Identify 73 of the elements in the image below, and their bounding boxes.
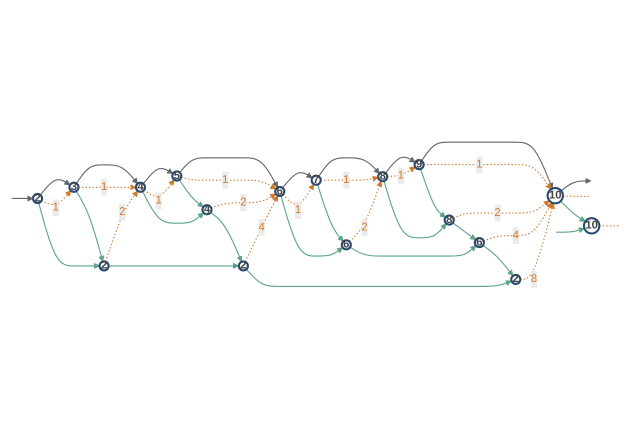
arrow xyxy=(142,168,174,184)
node-circle: 8 xyxy=(444,214,455,226)
edge-label: 1 xyxy=(222,174,228,186)
arrow xyxy=(76,190,104,262)
arrow xyxy=(424,164,552,190)
node-circle: 8 xyxy=(377,171,388,182)
arrow xyxy=(383,180,447,238)
edge-label: 1 xyxy=(476,158,482,170)
arrow xyxy=(244,195,278,262)
arrow xyxy=(421,142,554,189)
node-circle: 9 xyxy=(414,159,425,170)
node-circle: 2 xyxy=(98,260,110,272)
arrow xyxy=(41,190,72,205)
arrow xyxy=(560,200,586,222)
edge-label: 2 xyxy=(240,196,247,208)
arrow xyxy=(108,262,240,270)
arrow xyxy=(420,168,446,218)
arrow xyxy=(144,179,174,197)
edge-label: 1 xyxy=(343,174,350,186)
arrow xyxy=(40,179,70,196)
edge-label: 2 xyxy=(119,206,126,218)
node-circle: 4 xyxy=(134,182,146,193)
arrow xyxy=(282,172,313,188)
node-circle: 5 xyxy=(171,170,182,182)
arrow xyxy=(560,178,592,192)
node-circle: 6 xyxy=(474,237,485,248)
connector xyxy=(562,195,591,197)
edge-label: 4 xyxy=(512,229,519,242)
edge-label: 2 xyxy=(494,206,501,219)
arrow xyxy=(453,200,550,219)
edge-label: 1 xyxy=(156,194,162,206)
node-circle: 6 xyxy=(340,239,352,250)
arrow xyxy=(280,196,343,257)
edge-label: 1 xyxy=(52,201,59,214)
edge-label: 8 xyxy=(530,273,538,286)
arrow xyxy=(246,268,512,288)
node-circle: 7 xyxy=(310,174,322,186)
edge-label: 1 xyxy=(398,170,404,182)
node-circle: 2 xyxy=(32,192,44,204)
arrow xyxy=(78,184,136,190)
arrow xyxy=(317,184,344,242)
arrow xyxy=(350,245,476,257)
edge-label: 1 xyxy=(294,204,302,216)
arrow xyxy=(282,184,314,205)
arrow xyxy=(320,176,379,182)
arrow xyxy=(556,227,585,234)
arrow xyxy=(38,202,100,270)
arrow xyxy=(179,157,278,188)
node-circle: 2 xyxy=(510,274,522,286)
arrow xyxy=(318,157,380,177)
node-circle: 4 xyxy=(201,204,213,216)
arrow xyxy=(210,212,242,262)
node-circle: 10 xyxy=(582,217,600,235)
node-circle: 2 xyxy=(238,260,249,272)
arrow xyxy=(483,202,552,242)
arrow xyxy=(76,164,138,184)
arrow xyxy=(211,194,276,209)
node-circle: 3 xyxy=(68,182,80,193)
arrow xyxy=(142,191,204,224)
edge-label: 2 xyxy=(361,221,368,234)
arrow xyxy=(387,166,416,178)
node-circle: 10 xyxy=(546,186,564,204)
node-circle: 6 xyxy=(274,186,286,198)
arrow xyxy=(178,179,204,208)
arrow xyxy=(105,190,138,262)
arrow xyxy=(482,244,514,276)
arrow xyxy=(452,222,476,240)
arrow xyxy=(385,156,416,174)
edge-label: 1 xyxy=(100,180,108,193)
edge-label: 4 xyxy=(258,221,265,234)
arrow xyxy=(181,176,276,190)
arrow xyxy=(12,195,34,202)
arrow xyxy=(349,180,382,242)
